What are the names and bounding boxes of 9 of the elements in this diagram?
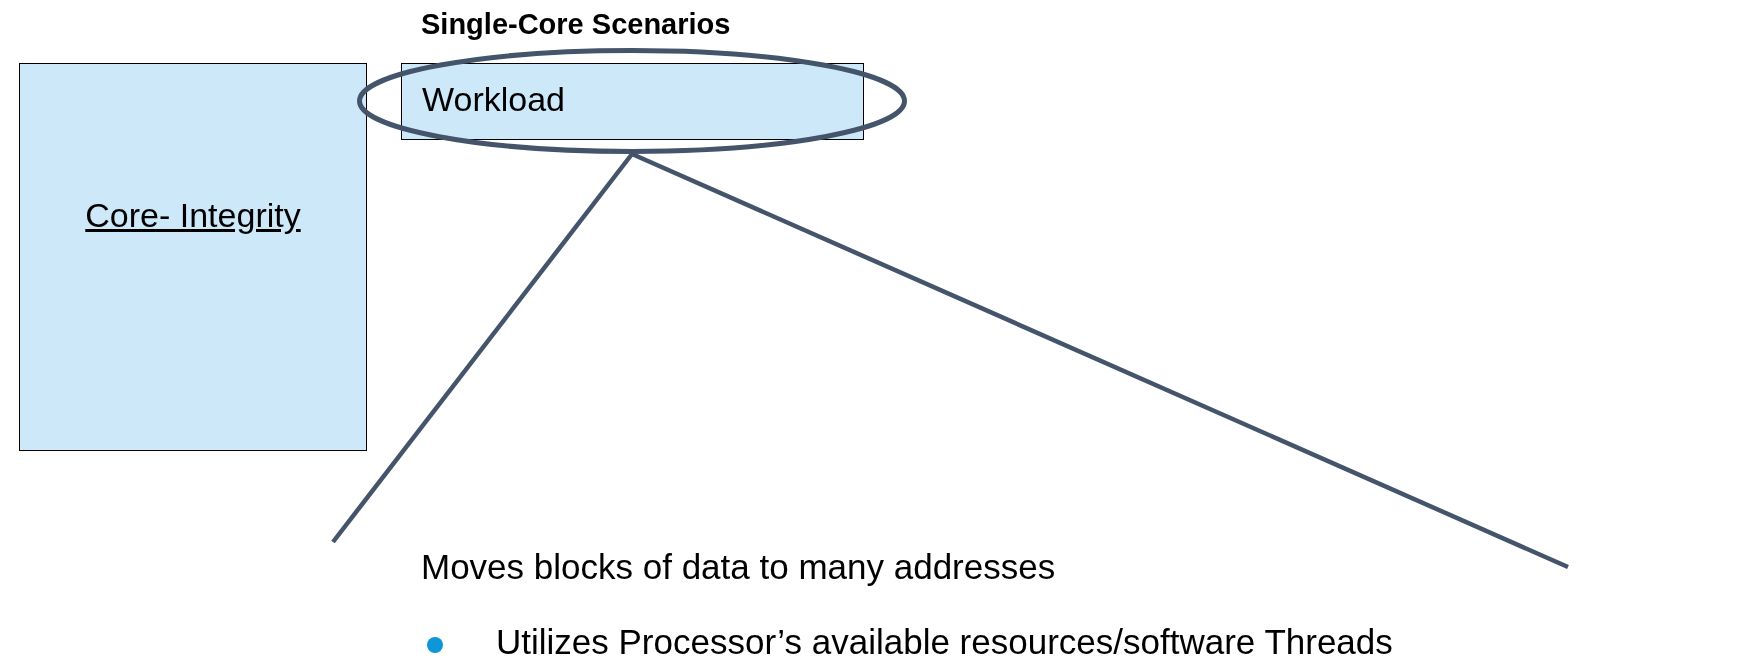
highlight-ellipse [357,48,907,154]
process-box [19,63,367,451]
box-label: Core- Integrity [84,196,302,235]
zoom-line [331,152,634,544]
zoom-line [631,151,1569,570]
heading: Single-Core Scenarios [421,8,731,41]
bullet-text: Utilizes Processor’s available resources/software Threads [496,622,1393,662]
description-text: Moves blocks of data to many addresses [421,547,1056,587]
box-label: Workload [422,80,565,119]
